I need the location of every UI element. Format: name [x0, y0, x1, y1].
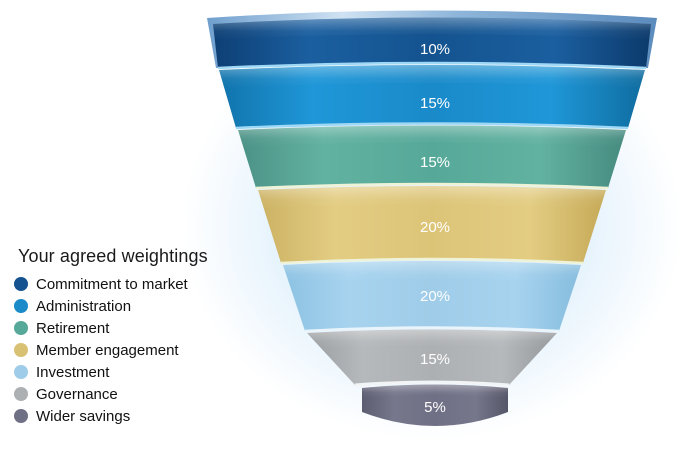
legend-item-label: Investment [36, 363, 110, 381]
funnel-segment-retirement[interactable]: 15% [238, 125, 626, 190]
legend-swatch-icon [14, 321, 28, 335]
legend-item-label: Governance [36, 385, 118, 403]
segment-gloss [238, 125, 626, 147]
segment-gloss [258, 186, 606, 209]
funnel-segment-governance[interactable]: 15% [307, 329, 557, 387]
segment-gloss [283, 261, 581, 283]
legend-swatch-icon [14, 409, 28, 423]
segment-gloss [307, 329, 557, 349]
legend-item-retirement[interactable]: Retirement [14, 317, 250, 339]
legend-title: Your agreed weightings [18, 246, 208, 266]
legend-item-governance[interactable]: Governance [14, 383, 250, 405]
segment-value-label: 20% [420, 219, 450, 236]
legend-swatch-icon [14, 277, 28, 291]
legend-swatch-icon [14, 365, 28, 379]
segment-value-label: 10% [420, 41, 450, 58]
legend-item-label: Member engagement [36, 341, 179, 359]
legend-item-administration[interactable]: Administration [14, 295, 250, 317]
segment-divider [354, 380, 510, 387]
segment-value-label: 15% [420, 351, 450, 368]
legend-item-label: Wider savings [36, 407, 131, 425]
legend-item-wider-savings[interactable]: Wider savings [14, 405, 250, 427]
legend-item-label: Retirement [36, 319, 110, 337]
legend-list: Commitment to market Administration Reti… [14, 273, 250, 427]
funnel-segment-investment[interactable]: 20% [283, 261, 581, 333]
segment-divider [217, 61, 647, 70]
legend-item-commitment-to-market[interactable]: Commitment to market [14, 273, 250, 295]
legend-swatch-icon [14, 299, 28, 313]
legend: Your agreed weightings Commitment to mar… [14, 246, 250, 427]
segment-divider [304, 326, 560, 333]
segment-divider [255, 182, 609, 190]
segment-value-label: 15% [420, 95, 450, 112]
legend-item-label: Commitment to market [36, 275, 188, 293]
segment-gloss [219, 65, 645, 88]
funnel-segment-commitment-to-market[interactable]: 10% [207, 10, 657, 70]
segment-value-label: 15% [420, 154, 450, 171]
legend-item-label: Administration [36, 297, 132, 315]
segment-gloss [213, 17, 651, 40]
segment-divider [235, 122, 629, 130]
funnel-segment-wider-savings[interactable]: 5% [362, 384, 508, 427]
segment-divider [280, 257, 584, 265]
funnel-segment-administration[interactable]: 15% [219, 65, 645, 130]
segment-gloss [362, 384, 508, 398]
legend-swatch-icon [14, 387, 28, 401]
funnel-segment-member-engagement[interactable]: 20% [258, 186, 606, 265]
segment-value-label: 20% [420, 288, 450, 305]
segment-value-label: 5% [424, 399, 446, 416]
legend-item-investment[interactable]: Investment [14, 361, 250, 383]
legend-item-member-engagement[interactable]: Member engagement [14, 339, 250, 361]
legend-swatch-icon [14, 343, 28, 357]
